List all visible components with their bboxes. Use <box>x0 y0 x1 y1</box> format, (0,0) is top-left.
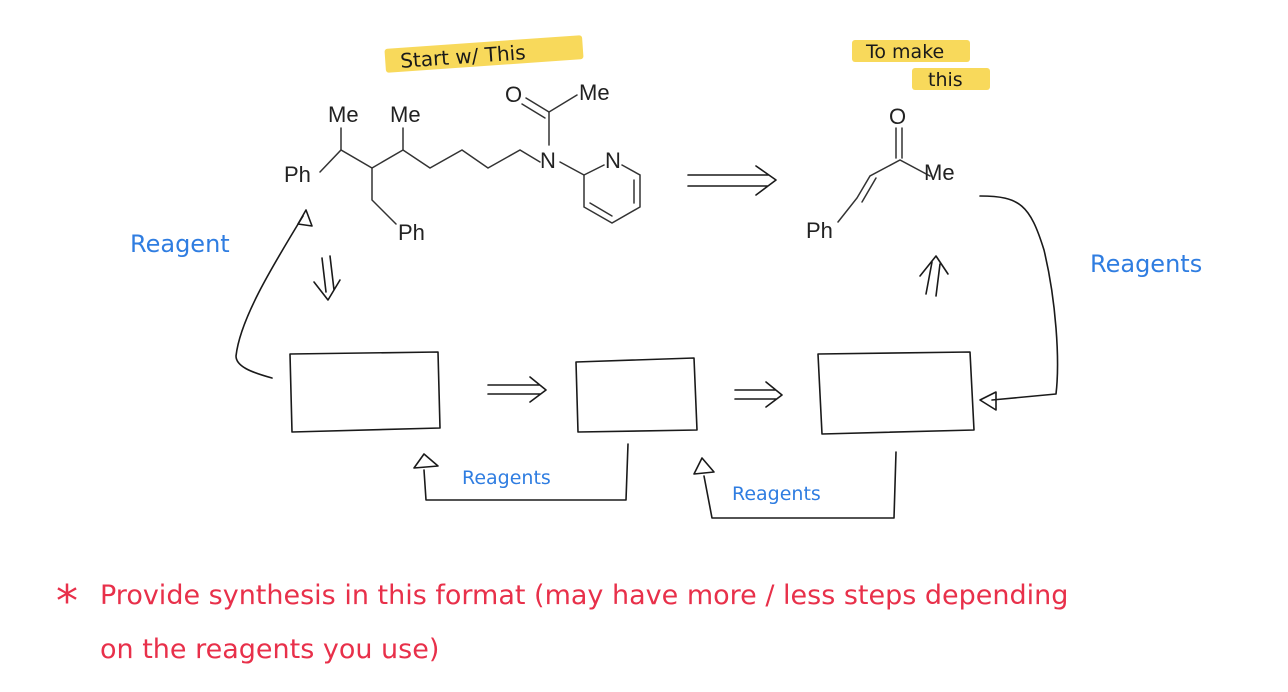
product-label-methyl: Me <box>924 160 955 185</box>
target-heading-line1: To make <box>865 41 944 63</box>
target-highlight-2 <box>912 68 990 90</box>
target-heading-line2: this <box>928 69 963 91</box>
product-carbonyl <box>895 127 903 159</box>
reagent-loop-left-head <box>297 209 313 227</box>
product-alkene-double <box>861 177 877 203</box>
start-label-n-pyridine: N <box>605 148 621 173</box>
reagent-loop-bottom-right-head <box>693 457 715 475</box>
reagent-label-left: Reagent <box>130 230 230 258</box>
reagent-loop-bottom-right <box>703 451 897 519</box>
start-n-pyridyl-bond <box>559 161 585 176</box>
product-label-phenyl: Ph <box>806 218 833 243</box>
reagent-loop-bottom-left-head <box>413 453 439 469</box>
pyridine-inner-bonds <box>589 179 635 217</box>
instruction-line1: Provide synthesis in this format (may ha… <box>100 580 1068 611</box>
reagent-loop-right <box>979 195 1059 401</box>
instruction-line2: on the reagents you use) <box>100 634 439 665</box>
reagent-label-bottom-right: Reagents <box>732 483 821 505</box>
step-box-1[interactable] <box>289 351 441 433</box>
start-label-ph-left: Ph <box>284 162 311 187</box>
forward-arrow-1 <box>487 376 547 403</box>
target-product-structure: O Me Ph <box>806 104 955 243</box>
product-label-oxygen: O <box>889 104 906 129</box>
product-bonds <box>837 159 931 223</box>
step-box-2[interactable] <box>575 357 698 433</box>
start-chain-bonds <box>319 149 541 173</box>
start-label-oxygen: O <box>505 82 522 107</box>
instruction-asterisk: * <box>56 576 78 627</box>
reagent-loop-left <box>235 215 304 379</box>
target-highlight-1 <box>852 40 970 62</box>
down-double-arrow <box>313 255 341 301</box>
up-double-arrow <box>919 255 949 297</box>
reagent-loop-bottom-left <box>423 443 629 501</box>
start-label-n-amide: N <box>540 148 556 173</box>
forward-arrow-2 <box>734 381 783 408</box>
start-label-ph-bottom: Ph <box>398 220 425 245</box>
start-label-me-left: Me <box>328 102 359 127</box>
reagent-label-bottom-left: Reagents <box>462 467 551 489</box>
start-carbonyl-double <box>521 97 550 119</box>
pyridine-ring <box>583 164 641 224</box>
starting-material-structure: Me Me O Me N N Ph Ph <box>284 80 641 245</box>
step-box-3[interactable] <box>817 351 975 435</box>
start-label-me-acetyl: Me <box>579 80 610 105</box>
retrosynthesis-arrow <box>687 165 777 196</box>
start-highlight <box>384 35 584 73</box>
reagent-loop-right-head <box>979 391 997 411</box>
start-acetyl-bonds <box>548 94 578 146</box>
start-label-me-middle: Me <box>390 102 421 127</box>
start-heading: Start w/ This <box>399 40 526 73</box>
start-benzyl-bonds <box>371 167 397 225</box>
reagent-label-right: Reagents <box>1090 250 1202 278</box>
